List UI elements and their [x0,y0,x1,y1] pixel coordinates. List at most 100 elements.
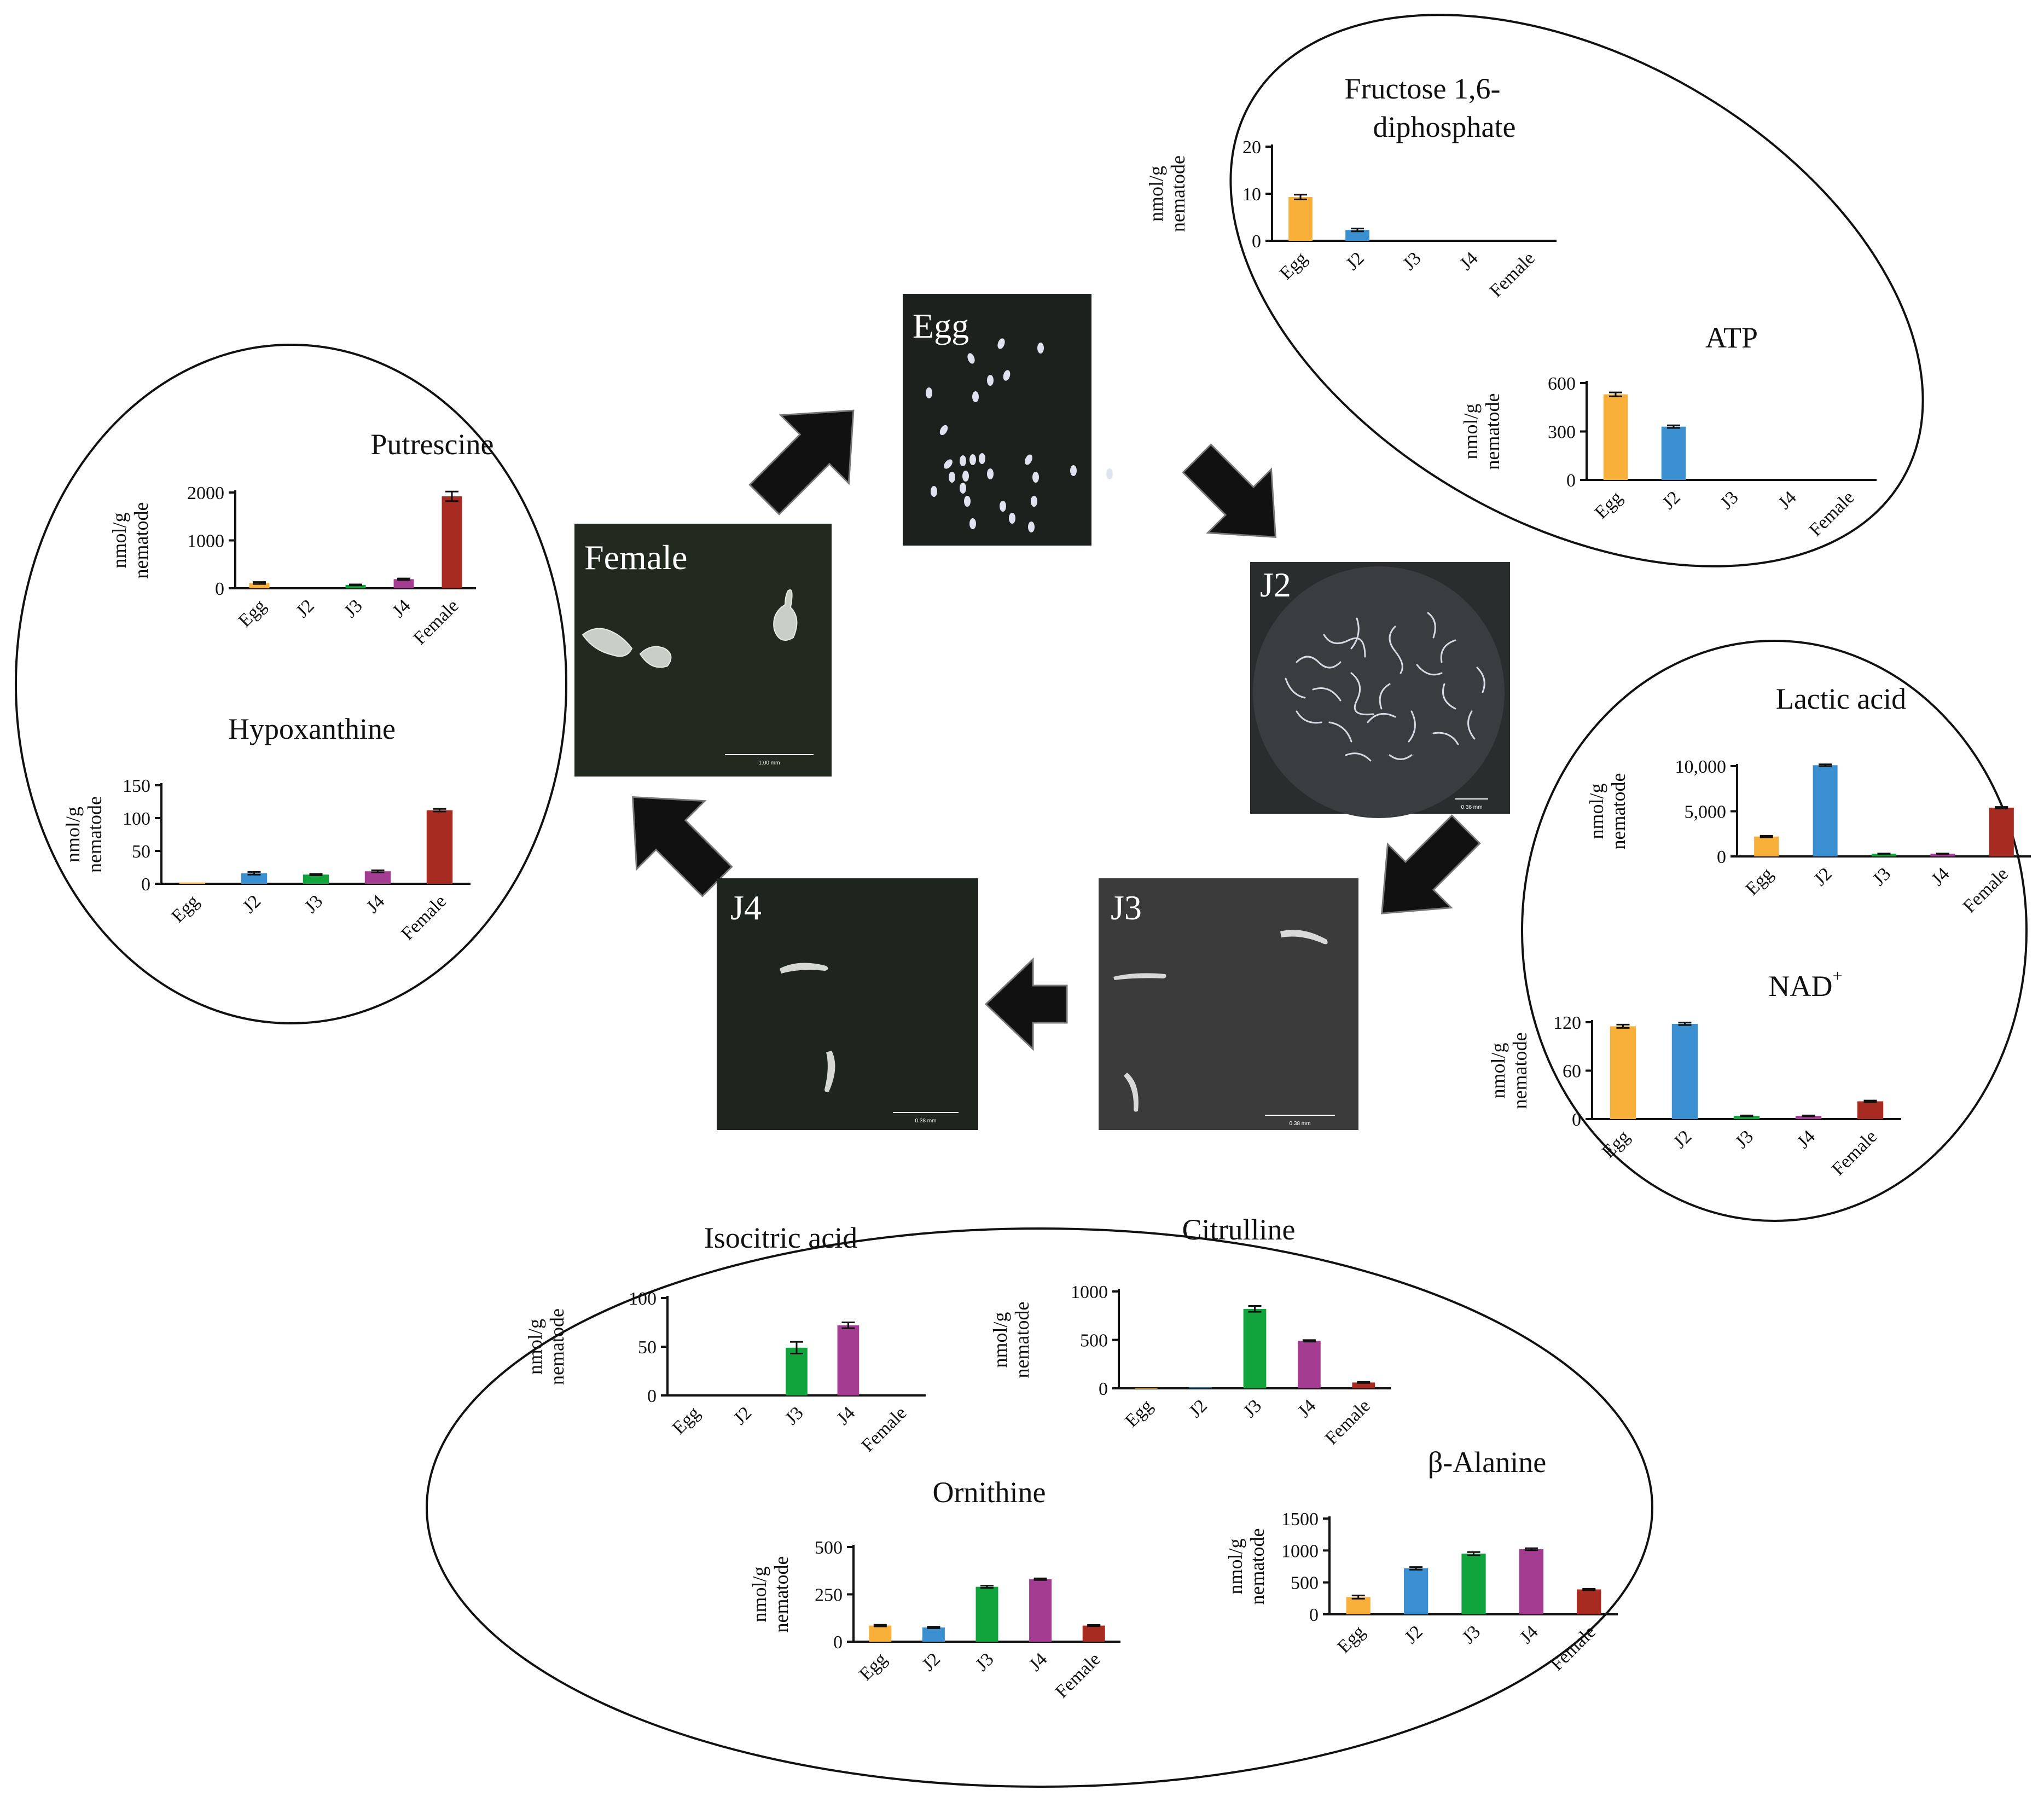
x-category-label: J2 [239,891,265,917]
y-tick-label: 1000 [1071,1282,1108,1302]
y-tick-label: 600 [1548,374,1576,394]
x-category-label: J4 [1025,1649,1052,1675]
bar-female [426,810,453,884]
egg-scale-label: 0.23 mm [1128,532,1149,538]
x-category-label: J3 [972,1649,998,1675]
bar-j2 [1813,765,1838,856]
y-tick-label: 500 [1291,1573,1319,1594]
cycle-arrows [631,409,1481,1051]
chart-title: Citrulline [1182,1213,1296,1246]
x-category-label: J4 [833,1403,860,1429]
bar-j3 [345,584,366,588]
y-tick-label: 100 [123,809,150,829]
chart-title: Ornithine [933,1476,1046,1509]
bar-j3 [786,1347,808,1395]
bar-j2 [241,873,268,884]
x-category-label: J3 [1732,1126,1758,1152]
female-bodies [582,589,798,668]
bar-female [1989,807,2014,856]
bar-j4 [1930,854,1955,856]
x-category-label: Female [1321,1395,1374,1449]
y-tick-label: 10 [1242,184,1261,205]
chart-title: ATP [1705,321,1758,354]
bar-j4 [1795,1116,1822,1119]
y-tick-label: 0 [1309,1605,1319,1625]
x-category-label: Egg [1741,864,1777,899]
bar-female [1352,1382,1375,1388]
chart-title: β-Alanine [1428,1446,1546,1479]
y-tick-label: 0 [1717,847,1726,867]
bar-j4 [837,1325,860,1395]
y-axis-label: nematode [1011,1302,1033,1378]
x-category-label: Egg [167,891,203,926]
bar-j3 [1461,1554,1486,1614]
x-category-label: J2 [1185,1395,1211,1422]
y-axis-label: nmol/g [1460,403,1482,459]
y-axis-label: nematode [1509,1033,1531,1109]
chart-title: Putrescine [371,428,494,461]
chart-title: NAD+ [1768,966,1842,1003]
x-category-label: J4 [1774,487,1801,513]
egg-specks [926,338,1113,532]
x-category-label: Female [1547,1621,1600,1675]
egg-photo-label: Egg [913,306,969,345]
x-category-label: J4 [1516,1621,1542,1648]
j4-photo-label: J4 [730,888,762,927]
y-tick-label: 100 [629,1289,657,1309]
x-category-label: J3 [301,891,327,917]
photo-j3: 0.38 mm J3 [1099,878,1358,1130]
y-axis-label: nematode [1246,1528,1268,1605]
bar-egg [1754,836,1779,856]
x-category-label: Egg [1333,1621,1369,1657]
bar-j2 [1189,1387,1212,1388]
x-category-label: J4 [1927,864,1954,890]
x-category-label: Female [1486,248,1539,301]
group-ellipse-left [15,344,567,1024]
y-tick-label: 0 [647,1386,657,1406]
female-scale-label: 1.00 mm [759,760,780,766]
x-category-label: J4 [1294,1395,1320,1422]
bar-j2 [1403,1568,1429,1614]
x-category-label: J3 [1399,248,1425,274]
arrow-female-to-egg [748,409,855,515]
bar-j3 [1243,1308,1267,1388]
x-category-label: Egg [856,1649,891,1684]
j3-worms [1113,930,1328,1112]
photo-egg: 0.23 mm Egg [903,294,1154,546]
j2-photo-label: J2 [1260,565,1291,604]
j3-scale-label: 0.38 mm [1290,1121,1311,1127]
y-tick-label: 50 [638,1337,657,1358]
chart-title: Fructose 1,6- [1345,72,1501,105]
y-axis-label: nematode [770,1556,792,1633]
bar-j2 [1661,426,1686,480]
x-category-label: J2 [730,1403,756,1429]
arrow-j2-to-j3 [1381,814,1481,914]
y-tick-label: 2000 [187,483,224,503]
bar-j3 [975,1586,998,1642]
bar-egg [1610,1026,1636,1119]
x-category-label: J2 [1670,1126,1696,1152]
chart-title: Hypoxanthine [228,712,396,745]
y-tick-label: 0 [1099,1379,1108,1399]
bar-j4 [393,579,414,588]
y-tick-label: 10,000 [1675,757,1727,777]
y-axis-label: nmol/g [524,1319,546,1375]
x-category-label: J4 [1793,1126,1820,1152]
x-category-label: J4 [1456,248,1482,274]
bar-j4 [1029,1579,1052,1642]
y-axis-label: nmol/g [1487,1042,1509,1098]
bar-female [442,496,462,588]
j3-photo-label: J3 [1111,888,1142,927]
arrow-egg-to-j2 [1182,443,1276,538]
x-category-label: Female [858,1403,911,1456]
arrow-j3-to-j4 [984,957,1068,1051]
y-tick-label: 120 [1553,1013,1581,1033]
bar-j2 [1671,1023,1698,1119]
x-category-label: J3 [781,1403,808,1429]
